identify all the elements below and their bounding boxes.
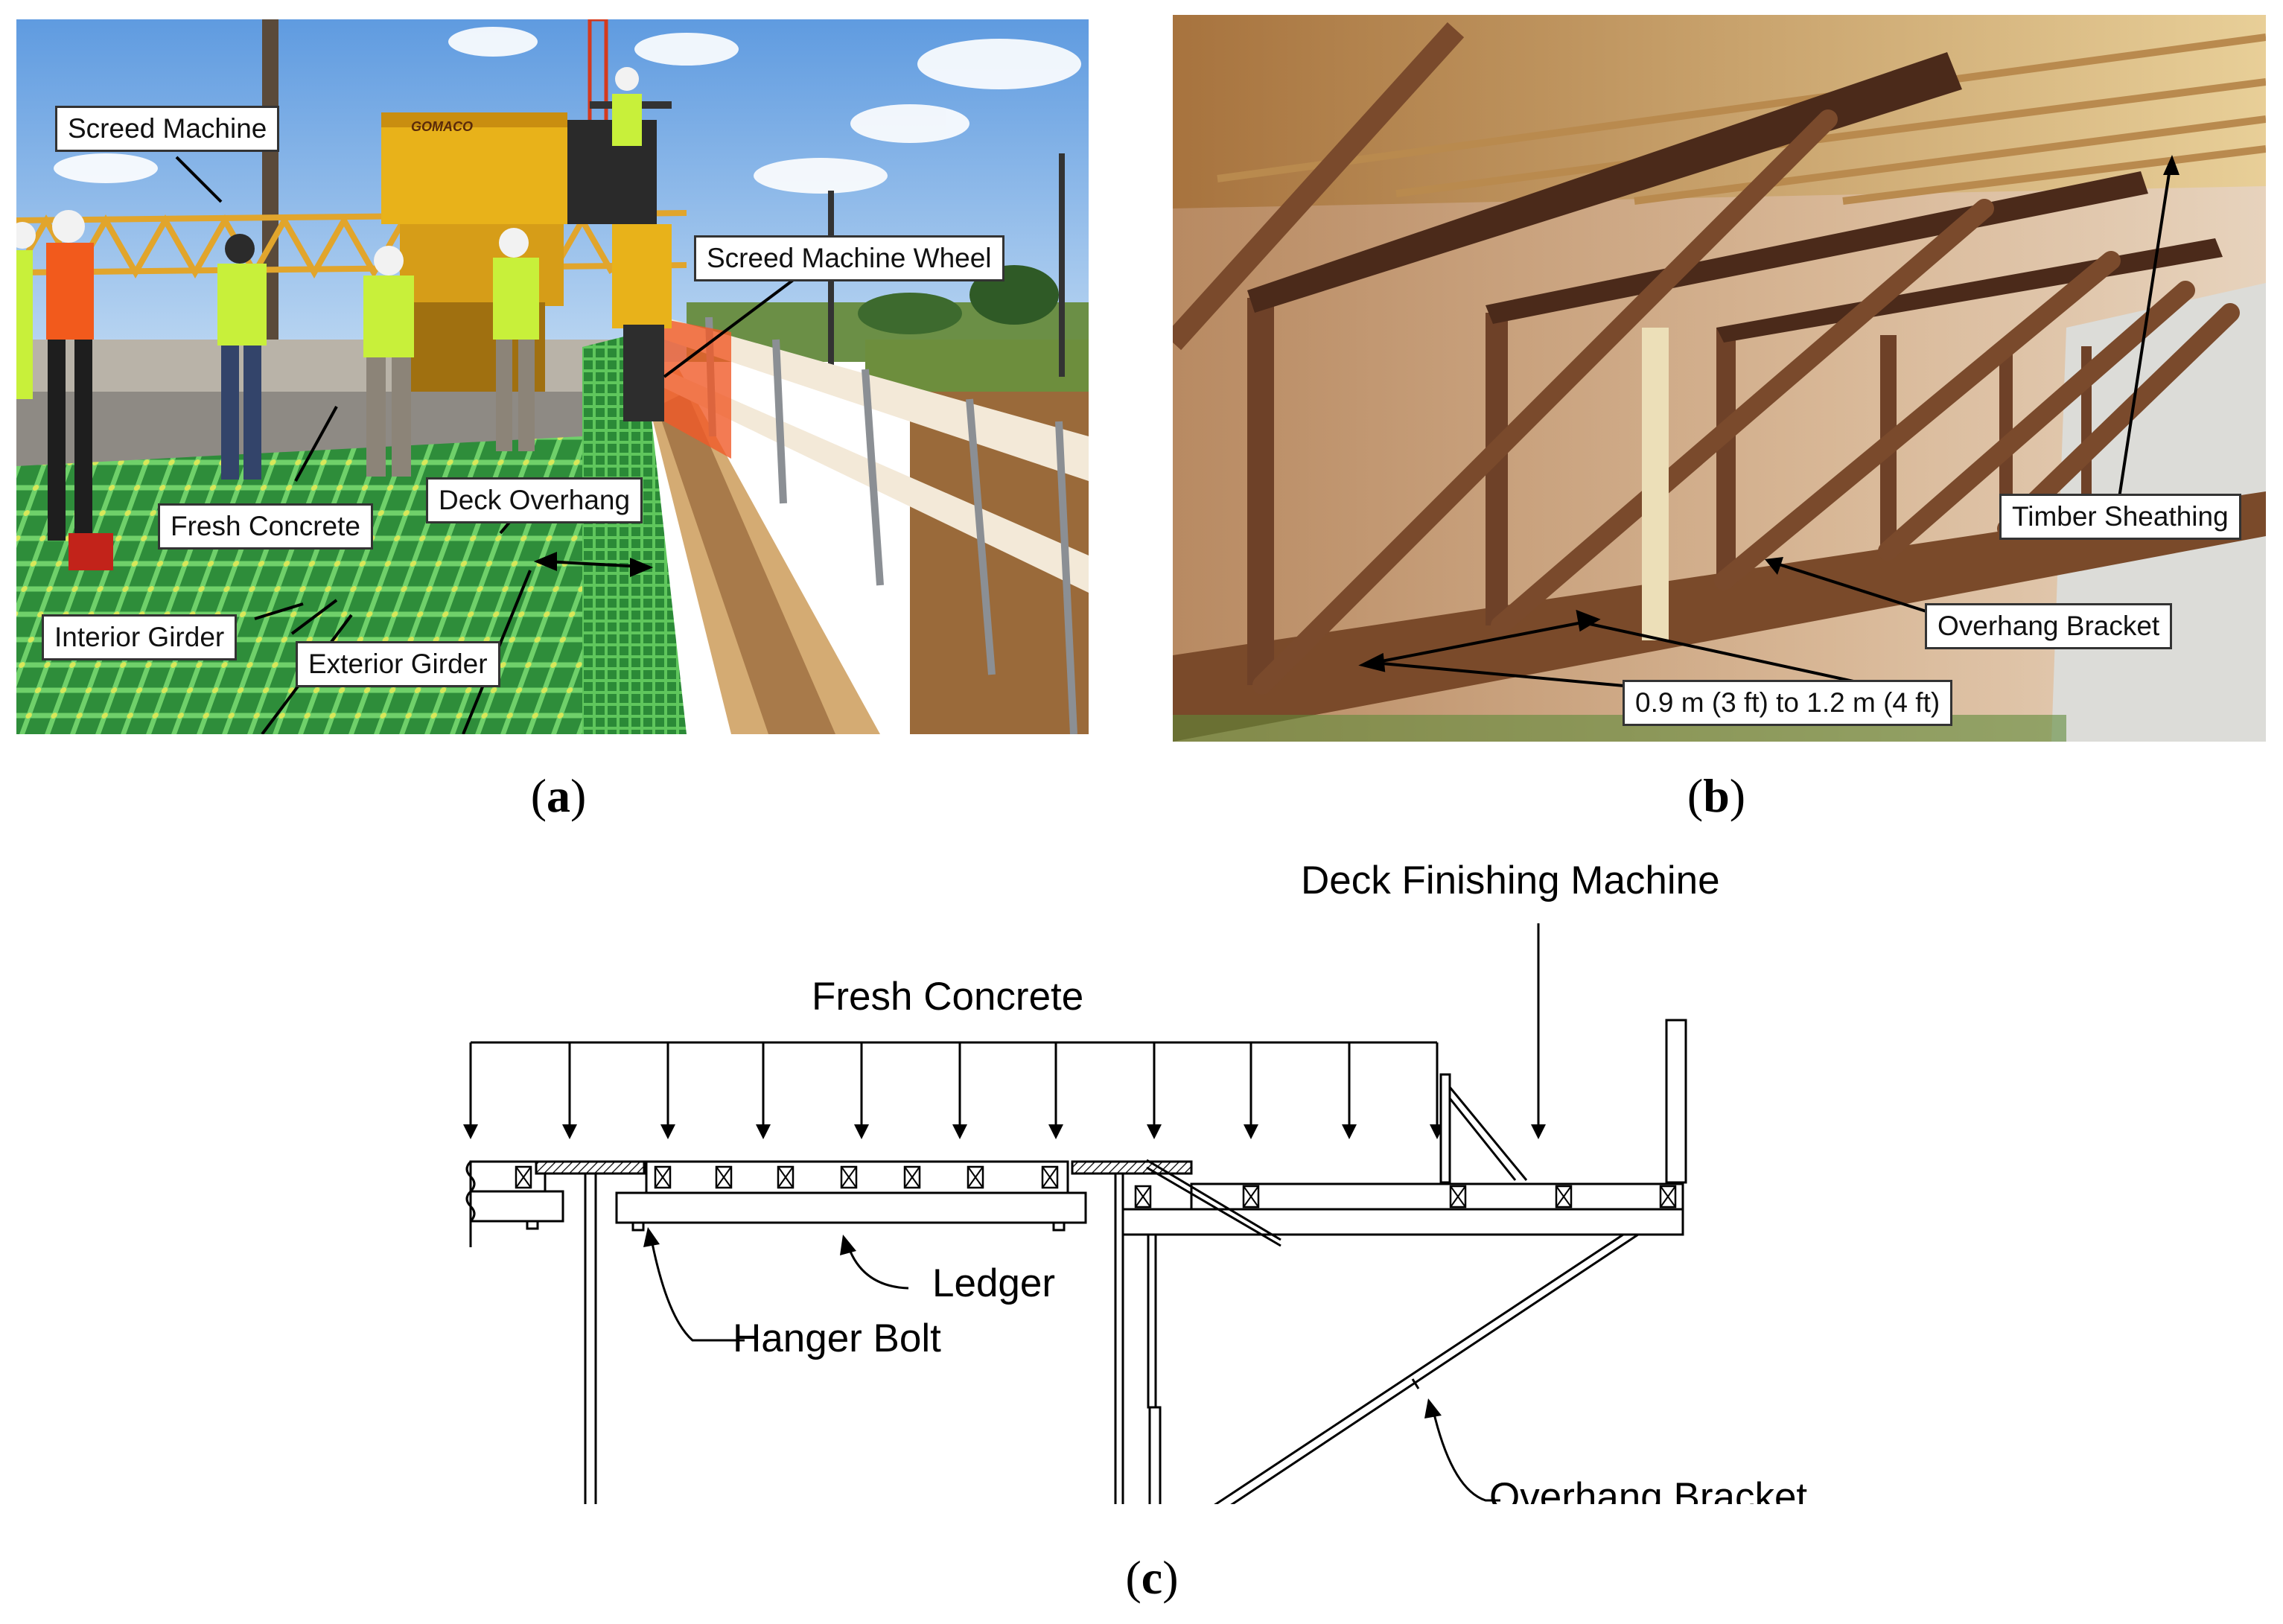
screed-machine-body [381, 112, 567, 224]
exterior-girder-flange [1071, 1160, 1193, 1175]
deck-slab [465, 1160, 1684, 1247]
callout-interior-girder: Interior Girder [42, 614, 238, 660]
panel-b-leader-lines [1771, 163, 2172, 620]
load-arrows [469, 1042, 1439, 1124]
callout-spacing: 0.9 m (3 ft) to 1.2 m (4 ft) [1623, 680, 1953, 726]
label-hanger-bolt: Hanger Bolt [733, 1316, 941, 1360]
panel-c-drawing [463, 923, 1687, 1504]
panel-b-photo: Timber Sheathing Overhang Bracket 0.9 m … [1173, 15, 2266, 742]
callout-screed-machine-wheel: Screed Machine Wheel [694, 235, 1004, 281]
caption-b: (b) [1687, 769, 1746, 822]
workers [16, 210, 539, 541]
deck-overhang-dimension [533, 552, 654, 577]
machine-brand: GOMACO [411, 119, 473, 134]
panel-b-illustration [1173, 15, 2266, 742]
callout-exterior-girder: Exterior Girder [296, 641, 500, 687]
caption-a: (a) [530, 769, 587, 822]
panel-c-leader-lines [650, 1239, 1500, 1502]
callout-screed-machine: Screed Machine [55, 106, 280, 152]
panel-a-photo: GOMACO [16, 19, 1089, 734]
callout-overhang-bracket: Overhang Bracket [1925, 603, 2173, 649]
screed-machine-wheel-shape [623, 325, 664, 421]
interior-girder-flange [535, 1160, 646, 1175]
label-overhang-bracket: Overhang Bracket [1489, 1475, 1808, 1504]
girder-webs [584, 1172, 1124, 1504]
label-fresh-concrete: Fresh Concrete [812, 975, 1084, 1019]
callout-timber-sheathing: Timber Sheathing [1999, 494, 2241, 540]
caption-c: (c) [1125, 1551, 1179, 1604]
callout-deck-overhang: Deck Overhang [426, 477, 643, 523]
label-deck-finishing-machine: Deck Finishing Machine [1301, 859, 1720, 902]
panel-c-diagram: Deck Finishing Machine Fresh Concrete Le… [447, 849, 1936, 1504]
overhang-bracket-shape [1123, 1233, 1191, 1504]
callout-fresh-concrete: Fresh Concrete [158, 503, 373, 550]
label-ledger: Ledger [932, 1261, 1056, 1305]
